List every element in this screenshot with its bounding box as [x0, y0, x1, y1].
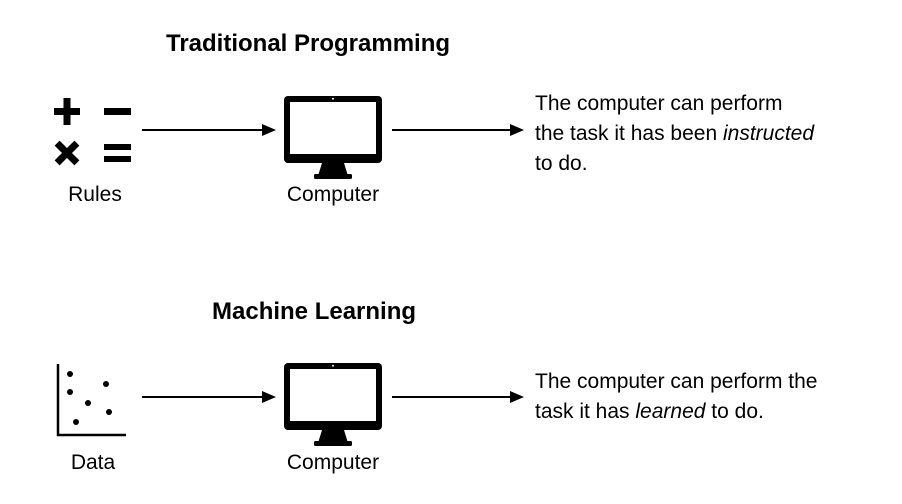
arrow-data-to-computer [142, 390, 276, 404]
data-label: Data [70, 451, 116, 474]
minus-sign [104, 108, 131, 115]
ml-output-text: The computer can perform the task it has… [535, 367, 817, 427]
traditional-output-line2: the task it has been instructed [535, 122, 815, 145]
ml-output-line1: The computer can perform the [535, 370, 818, 393]
math-operators-icon [54, 92, 134, 168]
traditional-title: Traditional Programming [166, 30, 451, 57]
arrow-computer-to-output-traditional [392, 123, 524, 137]
arrow-computer-to-output-ml [392, 390, 524, 404]
times-sign [54, 140, 80, 166]
learned-emphasis: learned [635, 400, 706, 423]
equals-sign [104, 144, 131, 150]
traditional-output-text: The computer can perform the task it has… [535, 89, 814, 179]
arrow-rules-to-computer [142, 123, 276, 137]
traditional-output-line1: The computer can perform [535, 92, 783, 115]
monitor-icon [284, 363, 382, 449]
scatter-plot-icon [56, 364, 128, 438]
ml-title: Machine Learning [212, 298, 417, 325]
instructed-emphasis: instructed [722, 122, 815, 145]
computer-label-ml: Computer [286, 451, 380, 474]
ml-output-line2: task it has learned to do. [535, 400, 764, 423]
computer-label-traditional: Computer [286, 183, 380, 206]
traditional-output-line3: to do. [535, 152, 588, 175]
rules-label: Rules [68, 183, 122, 206]
monitor-icon [284, 96, 382, 182]
